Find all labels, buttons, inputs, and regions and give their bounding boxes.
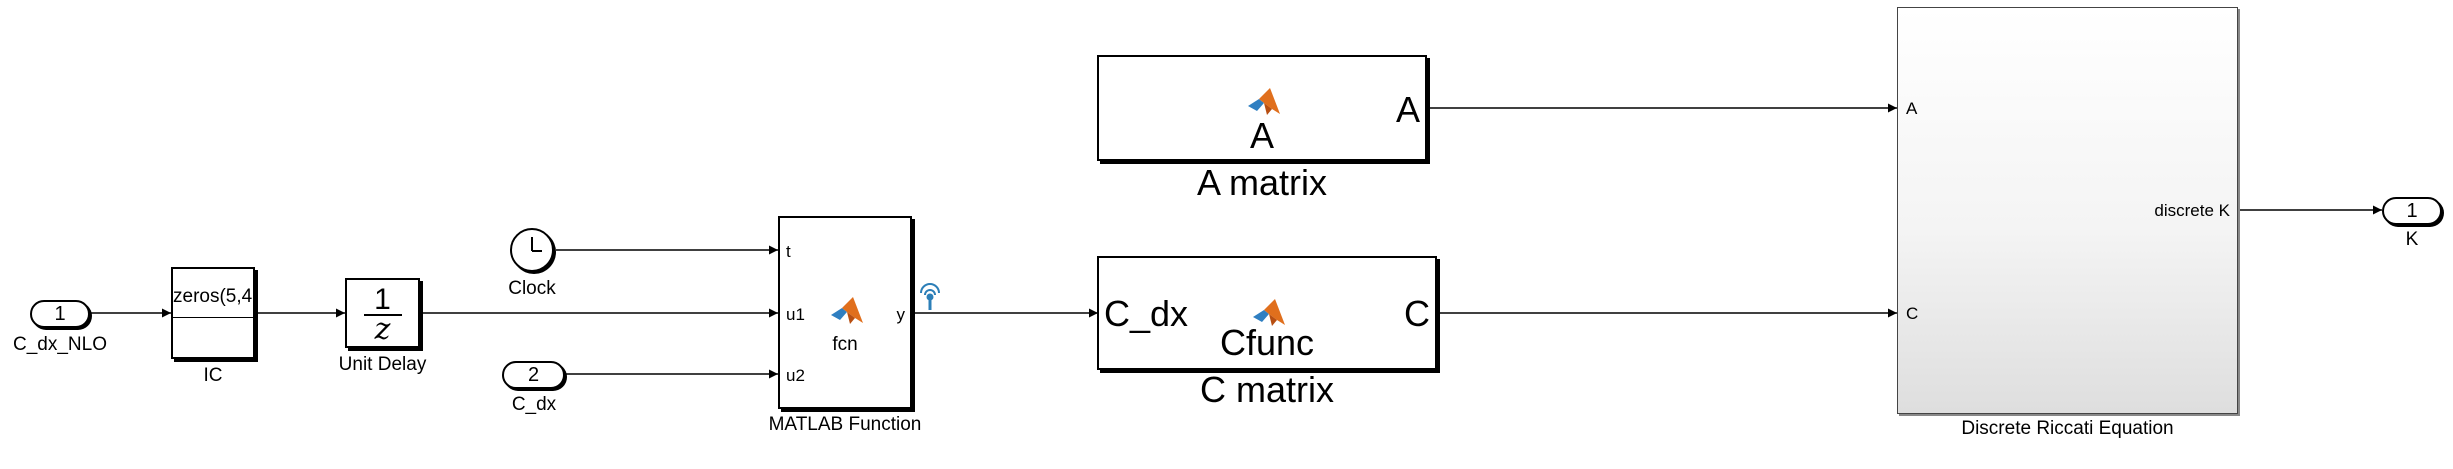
- unit-delay-label: Unit Delay: [338, 354, 427, 375]
- inport-number: 1: [54, 303, 66, 325]
- port-u1: u1: [786, 305, 805, 324]
- inport-number: 2: [527, 364, 540, 386]
- matlab-function-label: MATLAB Function: [768, 414, 922, 435]
- matlab-function-block[interactable]: t u1 u2 y fcn: [778, 216, 912, 409]
- a-matrix-block[interactable]: A A: [1097, 55, 1427, 161]
- ic-value: zeros(5,4: [173, 286, 253, 307]
- outport-number: 1: [2406, 200, 2418, 222]
- c-matrix-port-c: C: [1404, 293, 1430, 334]
- c-matrix-fcn-name: Cfunc: [1219, 322, 1315, 363]
- port-discrete-k: discrete K: [2154, 201, 2230, 220]
- unit-delay-block[interactable]: 1 z: [345, 278, 420, 348]
- signal-probe-icon[interactable]: [920, 283, 940, 310]
- matlab-logo-icon: [831, 297, 863, 324]
- port-c: C: [1906, 304, 1919, 323]
- discrete-riccati-block[interactable]: A C discrete K: [1897, 7, 2238, 414]
- matlab-logo-icon: [1248, 88, 1280, 115]
- inport-c-dx-nlo[interactable]: 1: [30, 300, 90, 328]
- port-u2: u2: [786, 366, 805, 385]
- port-a: A: [1906, 99, 1918, 118]
- inport-c-dx[interactable]: 2: [502, 361, 565, 389]
- unit-delay-denominator: z: [374, 312, 391, 347]
- inport-c-dx-label: C_dx: [511, 394, 557, 415]
- clock-label: Clock: [508, 278, 556, 299]
- a-matrix-port-a: A: [1395, 89, 1420, 130]
- matlab-logo-icon: [1253, 299, 1285, 326]
- a-matrix-fcn-name: A: [1249, 115, 1274, 156]
- c-matrix-label: C matrix: [1200, 369, 1334, 410]
- ic-block[interactable]: zeros(5,4: [171, 267, 255, 359]
- outport-k[interactable]: 1: [2382, 197, 2442, 225]
- c-matrix-port-c-dx: C_dx: [1104, 293, 1189, 334]
- unit-delay-fraction-bar: [364, 314, 402, 316]
- discrete-riccati-label: Discrete Riccati Equation: [1961, 418, 2174, 439]
- matlab-fcn-name: fcn: [832, 334, 858, 355]
- outport-k-label: K: [2405, 229, 2419, 250]
- ic-divider: [173, 317, 253, 318]
- port-t: t: [786, 242, 791, 261]
- c-matrix-block[interactable]: C_dx Cfunc C: [1097, 256, 1437, 370]
- port-y: y: [896, 305, 906, 324]
- a-matrix-label: A matrix: [1196, 162, 1328, 203]
- unit-delay-numerator: 1: [374, 283, 391, 316]
- clock-icon: [531, 237, 542, 252]
- clock-block[interactable]: [510, 228, 554, 272]
- inport-c-dx-nlo-label: C_dx_NLO: [13, 334, 107, 355]
- ic-label: IC: [203, 365, 223, 386]
